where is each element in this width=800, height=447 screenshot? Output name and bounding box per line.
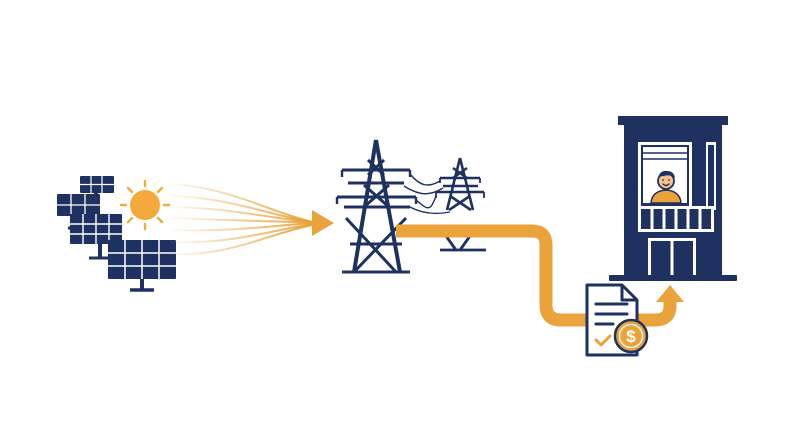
solar-panel-icon — [108, 240, 176, 292]
flow-arrow-head-icon — [656, 285, 684, 302]
building-door — [648, 238, 696, 275]
solar-panel-icon — [70, 214, 122, 260]
checkmark-icon — [594, 334, 612, 347]
person-in-window-icon — [650, 170, 682, 204]
dollar-coin-icon: $ — [613, 318, 649, 354]
transmission-tower-icon — [335, 139, 486, 274]
energy-rays — [171, 183, 313, 256]
coin-symbol: $ — [626, 327, 636, 346]
balcony-railing — [638, 206, 714, 232]
solar-panel-array — [57, 176, 176, 292]
energy-flow-path — [396, 224, 677, 327]
energy-arrow-head-icon — [312, 210, 334, 236]
apartment-building-icon — [609, 116, 737, 281]
sun-icon — [119, 179, 171, 231]
